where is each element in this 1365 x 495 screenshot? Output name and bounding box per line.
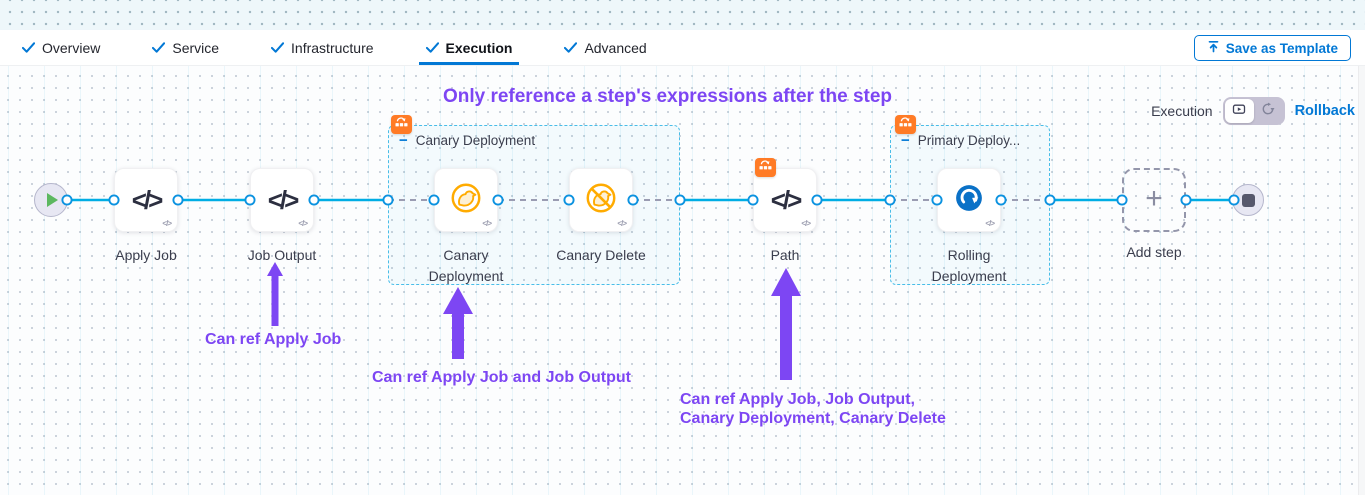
stop-icon bbox=[1241, 193, 1255, 207]
strategy-icon bbox=[898, 115, 913, 134]
canary-delete-icon bbox=[584, 181, 618, 220]
canvas-top-margin bbox=[0, 0, 1365, 30]
group-label: Primary Deploy... bbox=[917, 133, 1021, 148]
step-label-canary-deployment: Canary Deployment bbox=[428, 247, 504, 284]
rolling-strategy-badge[interactable] bbox=[391, 115, 412, 134]
pipeline-end-node bbox=[1232, 184, 1264, 216]
strategy-icon bbox=[758, 158, 773, 177]
plus-icon: + bbox=[1145, 181, 1163, 215]
mini-code-icon: </> bbox=[298, 219, 308, 228]
mini-code-icon: </> bbox=[482, 219, 492, 228]
execution-label: Execution bbox=[1151, 103, 1213, 119]
mini-code-icon: </> bbox=[801, 219, 811, 228]
rollback-icon bbox=[1261, 102, 1275, 121]
execution-toggle-button[interactable] bbox=[1224, 99, 1254, 123]
tab-label: Overview bbox=[42, 39, 101, 56]
pipeline-canvas[interactable]: Only reference a step's expressions afte… bbox=[0, 66, 1365, 495]
vertical-scrollbar[interactable] bbox=[1358, 66, 1365, 495]
step-label-job-output: Job Output bbox=[247, 247, 317, 263]
annotation-ref-all-steps: Can ref Apply Job, Job Output, Canary De… bbox=[680, 390, 946, 428]
tab-advanced[interactable]: Advanced bbox=[564, 30, 647, 65]
save-as-template-button[interactable]: Save as Template bbox=[1193, 35, 1351, 61]
play-icon bbox=[46, 193, 59, 207]
add-step-label: Add step bbox=[1126, 244, 1182, 260]
annotation-ref-apply-job-output: Can ref Apply Job and Job Output bbox=[372, 369, 631, 386]
rolling-strategy-badge[interactable] bbox=[895, 115, 916, 134]
mini-code-icon: </> bbox=[985, 219, 995, 228]
step-node-job-output[interactable]: </> </> bbox=[250, 168, 314, 232]
execution-mode-row: Execution Rollback bbox=[1151, 97, 1355, 125]
tab-infrastructure[interactable]: Infrastructure bbox=[271, 30, 374, 65]
collapse-icon[interactable]: − bbox=[399, 131, 408, 149]
annotation-arrow-thin bbox=[266, 262, 284, 331]
step-node-rolling-deployment[interactable]: </> bbox=[937, 168, 1001, 232]
step-label-canary-delete: Canary Delete bbox=[556, 247, 646, 263]
code-icon: </> bbox=[131, 184, 164, 215]
code-icon: </> bbox=[267, 184, 300, 215]
execution-rollback-toggle[interactable] bbox=[1222, 97, 1285, 125]
canary-icon bbox=[449, 181, 483, 220]
annotation-line-1: Can ref Apply Job, Job Output, bbox=[680, 391, 915, 408]
annotation-ref-apply-job: Can ref Apply Job bbox=[205, 331, 342, 348]
stage-tabs: Overview Service Infrastructure Executio… bbox=[0, 30, 1365, 66]
step-label-apply-job: Apply Job bbox=[115, 247, 177, 263]
tab-label: Execution bbox=[445, 39, 513, 56]
tab-overview[interactable]: Overview bbox=[22, 30, 100, 65]
rollback-link[interactable]: Rollback bbox=[1294, 103, 1355, 119]
step-label-rolling-deployment: Rolling Deployment bbox=[931, 247, 1007, 284]
group-header: − Canary Deployment bbox=[399, 131, 536, 149]
check-icon bbox=[22, 42, 35, 53]
rolling-deployment-icon bbox=[953, 182, 985, 219]
check-icon bbox=[564, 42, 578, 53]
tab-label: Advanced bbox=[584, 39, 647, 56]
check-icon bbox=[152, 42, 166, 53]
execution-icon bbox=[1232, 102, 1246, 121]
step-label-path: Path bbox=[770, 247, 800, 263]
tab-label: Service bbox=[172, 39, 220, 56]
rollback-toggle-button[interactable] bbox=[1254, 99, 1283, 123]
upload-icon bbox=[1207, 40, 1220, 56]
tab-execution[interactable]: Execution bbox=[418, 30, 520, 65]
check-icon bbox=[425, 42, 439, 53]
tab-label: Infrastructure bbox=[291, 39, 374, 56]
mini-code-icon: </> bbox=[162, 219, 172, 228]
step-node-apply-job[interactable]: </> </> bbox=[114, 168, 178, 232]
save-as-template-label: Save as Template bbox=[1225, 40, 1338, 56]
group-label: Canary Deployment bbox=[415, 133, 536, 148]
rolling-strategy-badge[interactable] bbox=[755, 158, 776, 177]
mini-code-icon: </> bbox=[617, 219, 627, 228]
step-node-canary-delete[interactable]: </> bbox=[569, 168, 633, 232]
annotation-arrow-large bbox=[768, 268, 804, 385]
annotation-line-2: Canary Deployment, Canary Delete bbox=[680, 410, 946, 427]
annotation-title: Only reference a step's expressions afte… bbox=[442, 86, 893, 107]
check-icon bbox=[271, 42, 285, 53]
group-header: − Primary Deploy... bbox=[901, 131, 1021, 149]
connector-layer bbox=[67, 198, 1234, 202]
collapse-icon[interactable]: − bbox=[901, 131, 910, 149]
strategy-icon bbox=[394, 115, 409, 134]
annotation-arrow-medium bbox=[440, 287, 476, 364]
code-icon: </> bbox=[770, 184, 803, 215]
tab-service[interactable]: Service bbox=[152, 30, 219, 65]
connector-ports-layer[interactable] bbox=[0, 66, 1365, 495]
